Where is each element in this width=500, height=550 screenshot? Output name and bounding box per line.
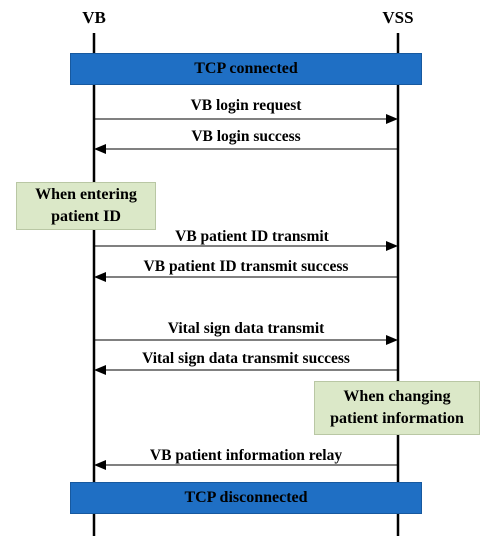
- message-label-login-request: VB login request: [190, 97, 302, 114]
- note-entering-patient-id: When entering patient ID: [16, 182, 156, 230]
- message-label-patient-id-success: VB patient ID transmit success: [143, 258, 349, 275]
- message-label-patient-id-transmit: VB patient ID transmit: [175, 228, 329, 245]
- message-label-patient-info-relay: VB patient information relay: [149, 447, 343, 464]
- message-label-vital-transmit: Vital sign data transmit: [167, 320, 325, 337]
- tcp-disconnected-label: TCP disconnected: [184, 489, 308, 506]
- message-arrows: [94, 114, 398, 470]
- note-changing-patient-info: When changing patient information: [314, 381, 480, 435]
- tcp-connected-label: TCP connected: [194, 60, 298, 77]
- note-entering-line1: When entering: [35, 186, 137, 203]
- message-label-login-success: VB login success: [191, 128, 301, 145]
- tcp-connected-bar: TCP connected: [70, 53, 422, 85]
- note-entering-line2: patient ID: [51, 208, 121, 225]
- note-changing-line1: When changing: [343, 388, 451, 405]
- tcp-disconnected-bar: TCP disconnected: [70, 482, 422, 514]
- message-label-vital-success: Vital sign data transmit success: [142, 350, 350, 367]
- vss-actor-label: VSS: [382, 8, 414, 27]
- note-changing-line2: patient information: [330, 410, 464, 427]
- vb-actor-label: VB: [82, 8, 106, 27]
